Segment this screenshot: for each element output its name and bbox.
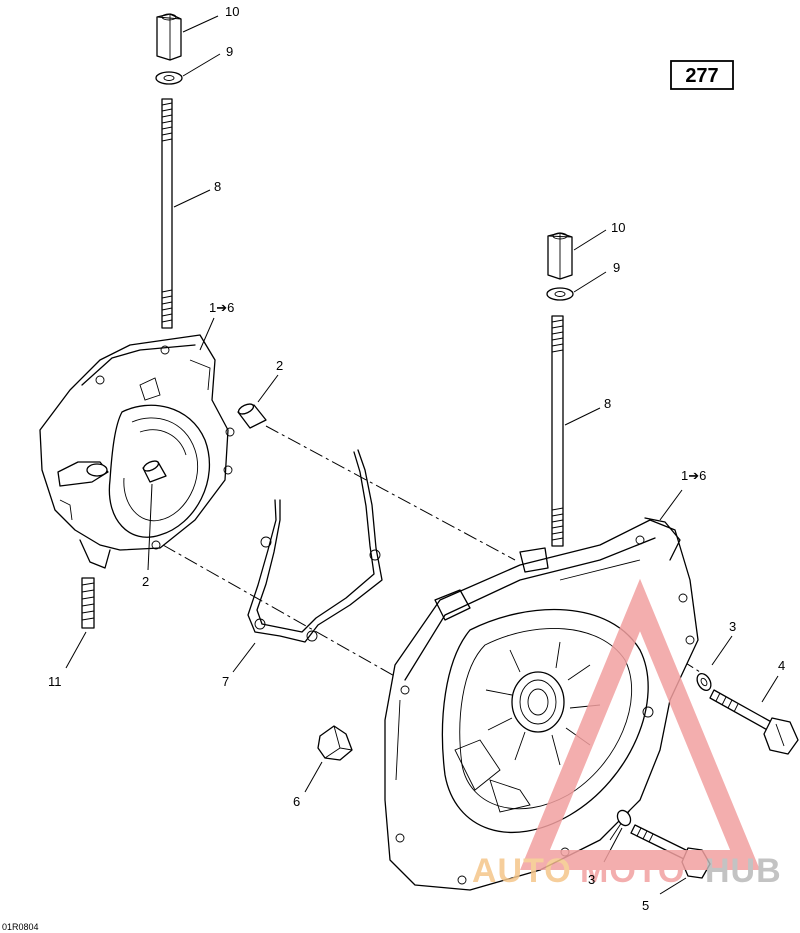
callout-washer-top: 9	[226, 44, 233, 59]
callout-plug: 6	[293, 794, 300, 809]
washer-top	[155, 71, 183, 85]
callout-housing-left: 1➔6	[209, 300, 234, 315]
plug	[317, 725, 353, 761]
washer-lower	[616, 809, 632, 827]
page-number-box: 277	[670, 60, 734, 90]
callout-stud-top: 8	[214, 179, 221, 194]
page-number: 277	[685, 65, 718, 87]
callout-washer-right: 9	[613, 260, 620, 275]
callout-gasket: 7	[222, 674, 229, 689]
dowel-pin-lower	[142, 460, 167, 483]
gasket	[247, 449, 383, 643]
callout-washer-screw: 3	[729, 619, 736, 634]
callout-housing-right: 1➔6	[681, 468, 706, 483]
callout-washer-lower: 3	[588, 872, 595, 887]
callout-dowel-upper: 2	[276, 358, 283, 373]
stud-right	[551, 315, 564, 547]
watermark-text-auto: AUTO	[472, 852, 572, 890]
watermark-text-moto: MOTO	[580, 852, 685, 890]
callout-screw-lower: 5	[642, 898, 649, 913]
callout-dowel-lower: 2	[142, 574, 149, 589]
left-housing	[39, 334, 235, 569]
washer-right	[546, 287, 574, 301]
stud-top	[161, 98, 173, 329]
watermark-logo: AUTO MOTO HUB	[472, 578, 782, 890]
callout-nut-top: 10	[225, 4, 239, 19]
callout-stud-right: 8	[604, 396, 611, 411]
hex-nut-right	[547, 232, 573, 280]
callout-screw-long: 4	[778, 658, 785, 673]
dowel-pin-upper	[237, 403, 267, 429]
callout-nut-right: 10	[611, 220, 625, 235]
drawing-code: 01R0804	[2, 922, 39, 932]
hex-nut-top	[156, 13, 182, 61]
callout-stud-small: 11	[48, 674, 62, 689]
watermark-text-hub: HUB	[705, 852, 782, 890]
washer-screw	[696, 672, 712, 692]
screw-long	[709, 689, 799, 755]
small-stud	[81, 577, 95, 629]
